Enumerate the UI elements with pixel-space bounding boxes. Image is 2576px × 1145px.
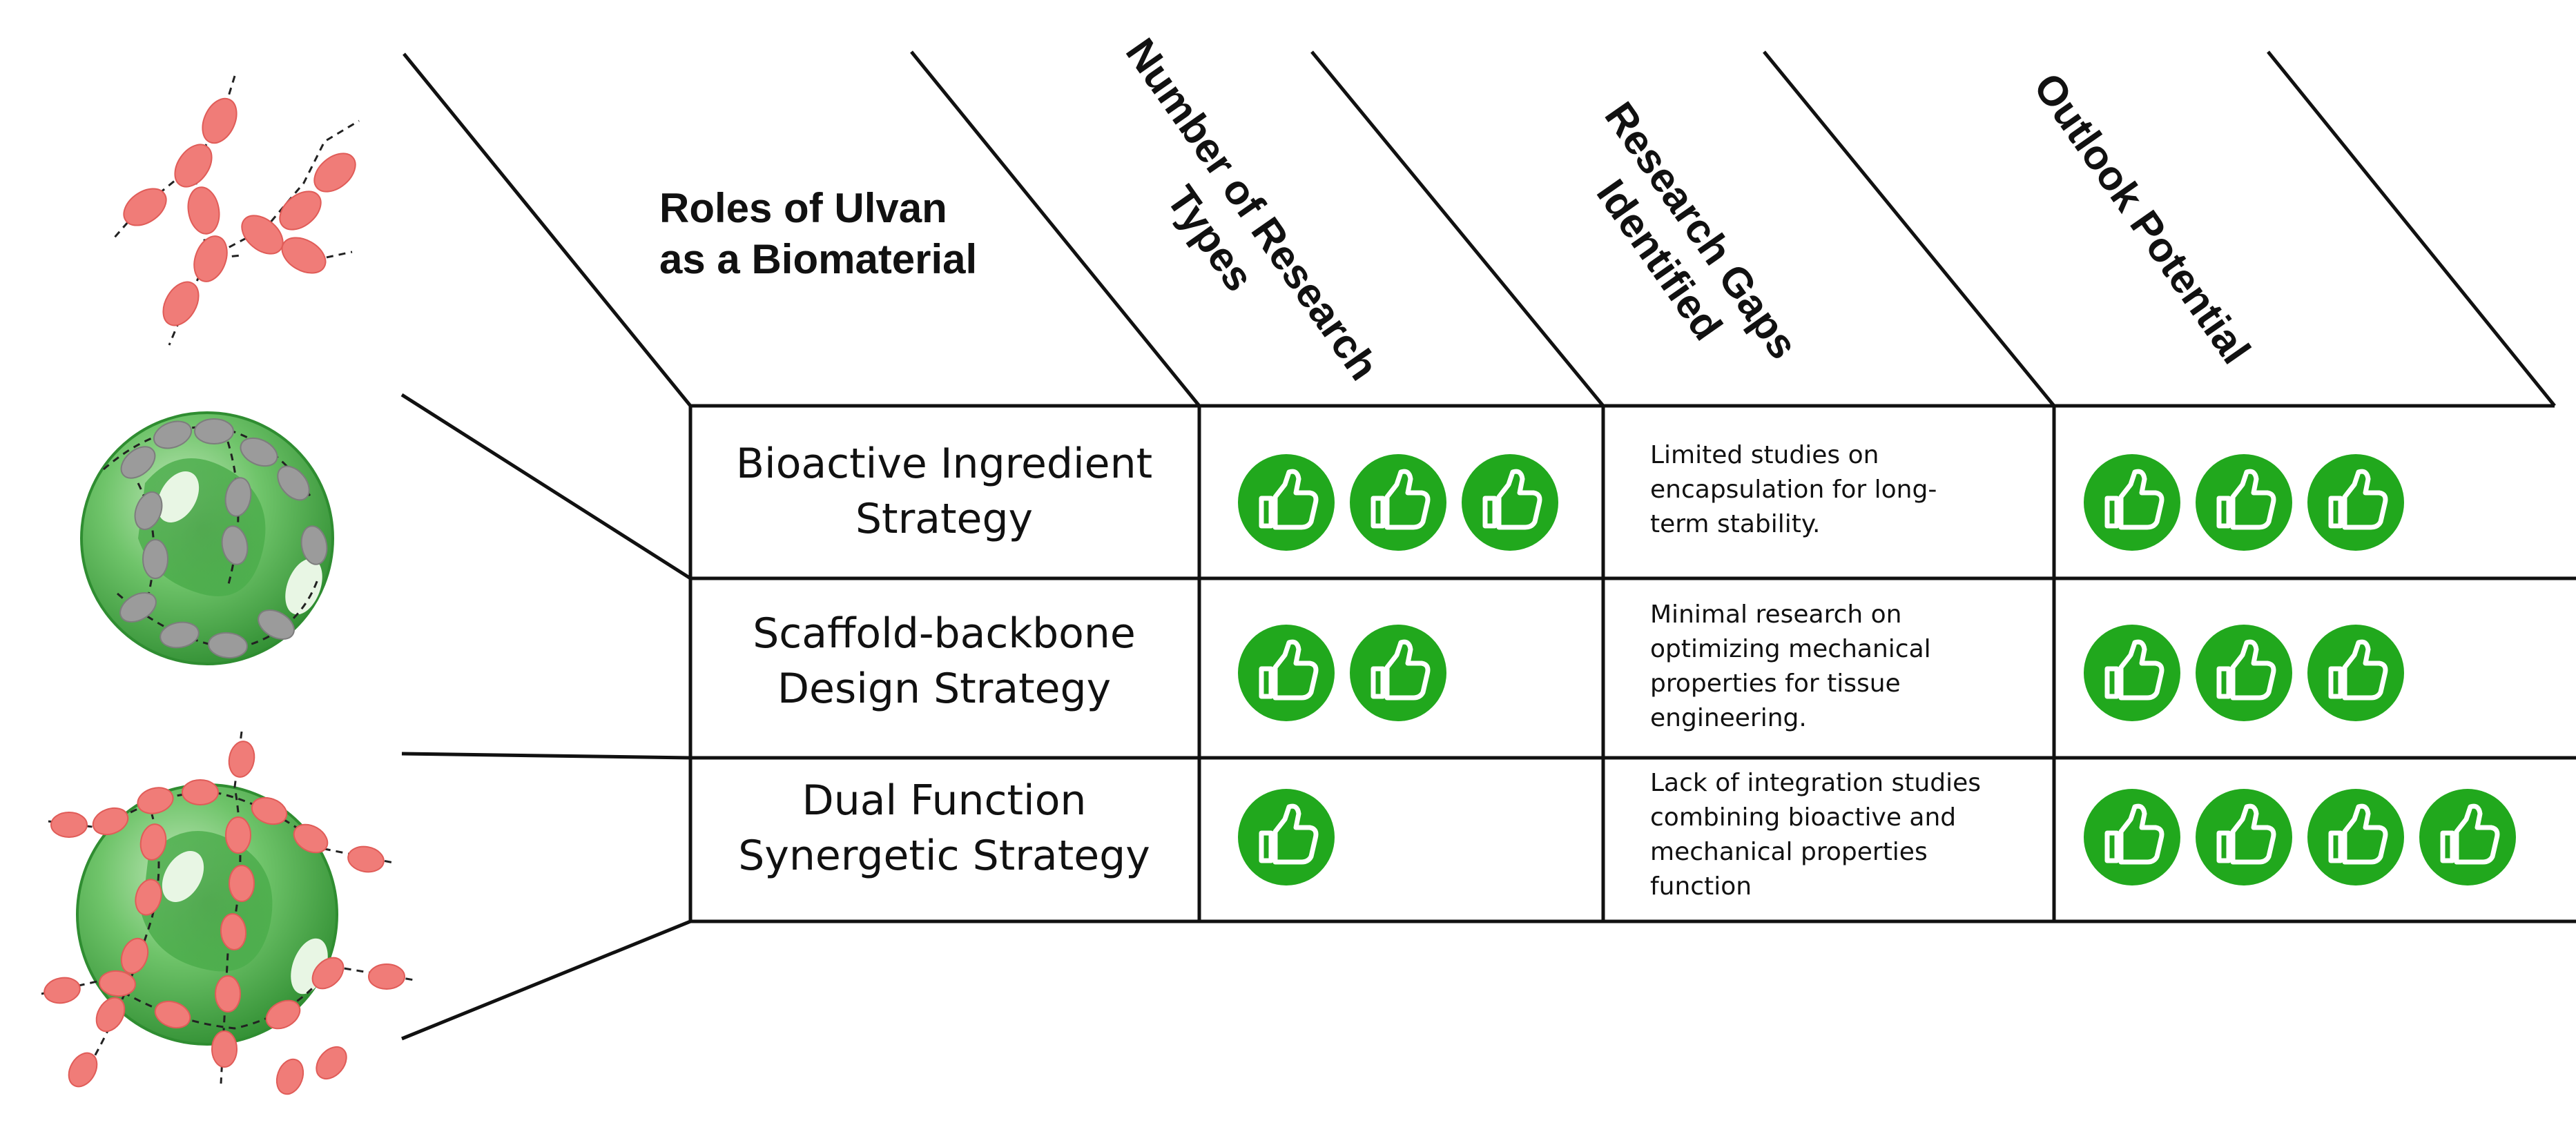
thumbs-up-icon	[1462, 454, 1558, 551]
strategy-label-scaffold: Scaffold-backbone Design Strategy	[753, 609, 1136, 713]
hydrogel-sphere-icon	[41, 731, 415, 1095]
roles-heading: Roles of Ulvan as a Biomaterial	[659, 185, 978, 282]
thumbs-up-icon	[2084, 454, 2180, 551]
thumbs-up-icon	[2084, 789, 2180, 885]
strategy-label-dual-function: Dual Function Synergetic Strategy	[738, 776, 1150, 880]
thumbs-up-icon	[1350, 454, 1446, 551]
thumbs-up-icon	[2196, 625, 2292, 721]
thumbs-up-icon	[2307, 789, 2404, 885]
thumbs-up-icon	[2196, 789, 2292, 885]
thumbs-up-icon	[1238, 789, 1335, 885]
thumbs-up-icon	[2307, 454, 2404, 551]
polymer-chain-icon	[113, 75, 360, 346]
thumbs-up-icon	[2307, 625, 2404, 721]
rating-icons	[1238, 454, 2516, 885]
research-gap-text: Lack of integration studies combining bi…	[1650, 769, 1981, 901]
research-gap-text: Limited studies on encapsulation for lon…	[1650, 441, 1937, 538]
thumbs-up-icon	[1238, 625, 1335, 721]
research-gap-text: Minimal research on optimizing mechanica…	[1650, 600, 1931, 732]
strategy-label-bioactive: Bioactive Ingredient Strategy	[735, 440, 1153, 543]
thumbs-up-icon	[2419, 789, 2516, 885]
thumbs-up-icon	[2084, 625, 2180, 721]
thumbs-up-icon	[2196, 454, 2292, 551]
thumbs-up-icon	[1238, 454, 1335, 551]
header-diagonals	[403, 50, 2556, 407]
thumbs-up-icon	[1350, 625, 1446, 721]
table-grid	[688, 404, 2576, 923]
hydrogel-sphere-icon	[80, 411, 334, 665]
connector-lines	[400, 393, 692, 1041]
